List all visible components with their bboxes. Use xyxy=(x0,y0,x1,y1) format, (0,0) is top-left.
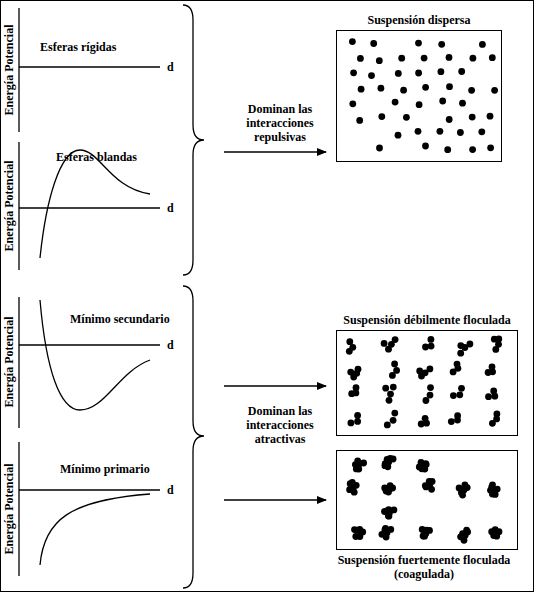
axis-label: Energía Potencial xyxy=(2,161,16,252)
suspension-box: Suspensión débilmente floculada xyxy=(336,330,518,436)
curve-label: Esferas blandas xyxy=(56,150,137,164)
suspension-box: Suspensión fuertemente floculada (coagul… xyxy=(336,450,518,550)
suspension-title: Suspensión débilmente floculada xyxy=(343,313,510,327)
axis-label: d xyxy=(167,338,174,352)
arrow-label: Dominan las interacciones repulsivas xyxy=(237,102,323,144)
arrow-label: Dominan las interacciones atractivas xyxy=(237,404,323,446)
axis-label: d xyxy=(167,483,174,497)
suspension-box: Suspensión dispersa xyxy=(336,30,502,162)
axis-label: Energía Potencial xyxy=(2,317,16,408)
axis-label: Energía Potencial xyxy=(2,25,16,116)
suspension-title: Suspensión dispersa xyxy=(367,13,470,27)
suspension-title: Suspensión fuertemente floculada (coagul… xyxy=(318,553,530,581)
particles xyxy=(337,31,501,161)
particles xyxy=(337,451,517,549)
curve-label: Esferas rígidas xyxy=(40,40,116,54)
particles xyxy=(337,331,517,435)
axis-label: Energía Potencial xyxy=(2,464,16,555)
curve-label: Mínimo primario xyxy=(60,462,150,476)
axis-label: d xyxy=(167,201,174,215)
axis-label: d xyxy=(167,60,174,74)
curve-label: Mínimo secundario xyxy=(70,312,170,326)
